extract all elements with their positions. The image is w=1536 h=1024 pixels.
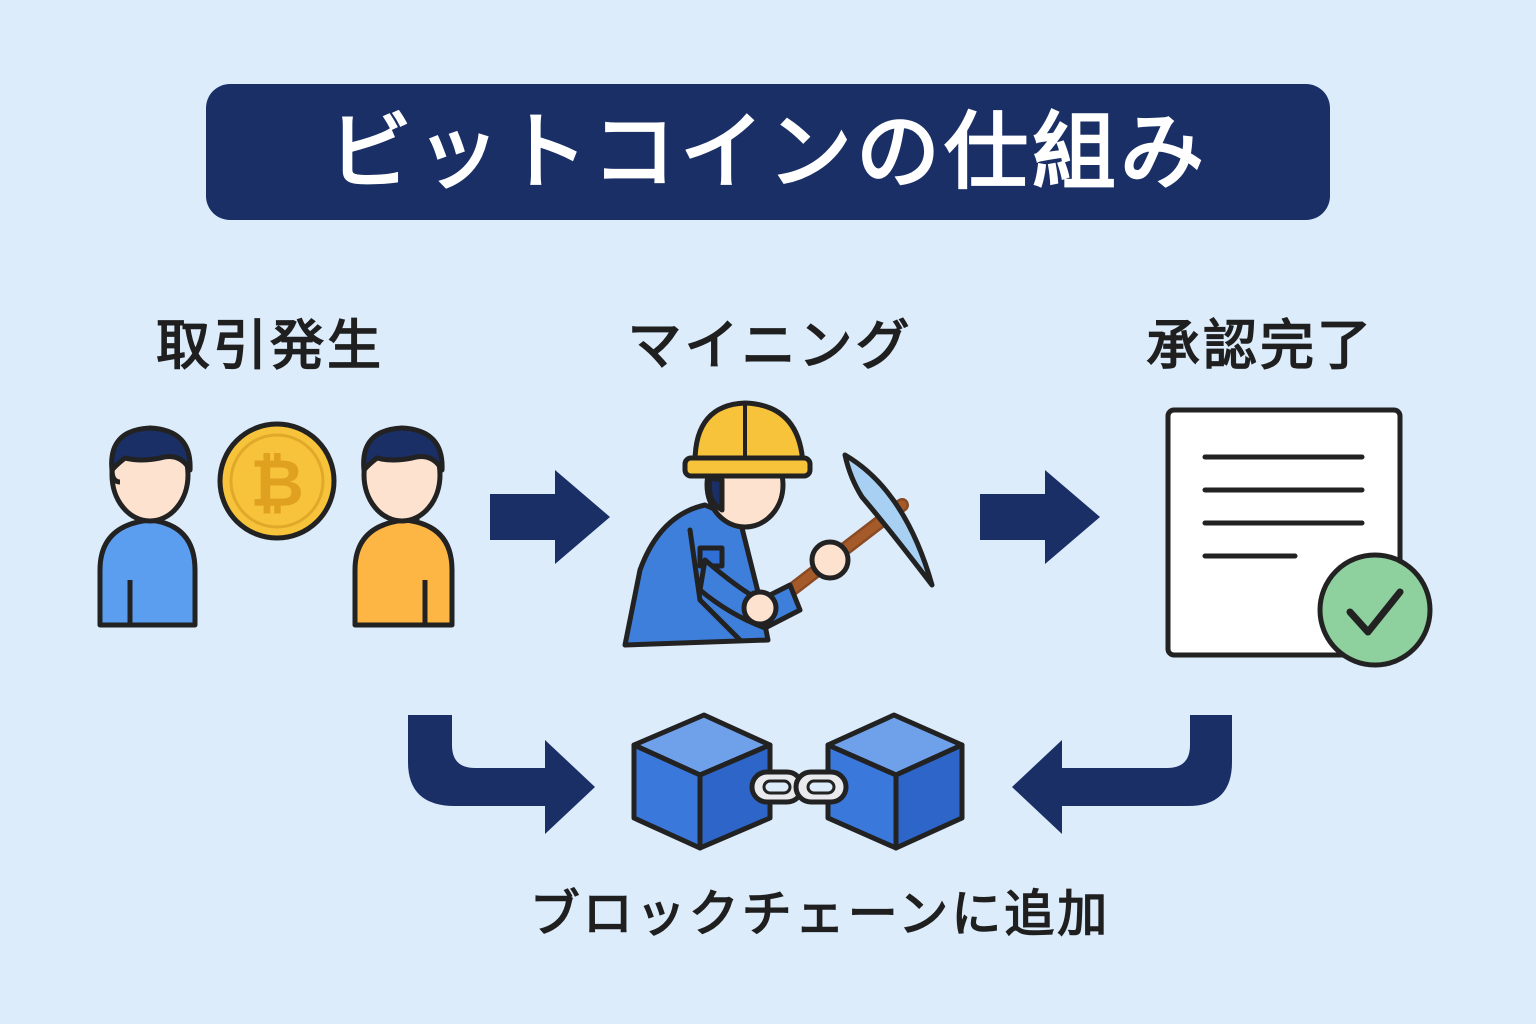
person-right-icon (352, 425, 455, 628)
miner-pickaxe-icon (622, 400, 935, 648)
step-label-mining: マイニング (627, 313, 913, 377)
step-label-transaction: 取引発生 (156, 313, 384, 377)
page-title: ビットコインの仕組み (327, 103, 1208, 201)
arrow-down-right-icon (408, 715, 595, 834)
check-circle-icon (1317, 552, 1433, 668)
chain-link-icon (749, 769, 849, 805)
linked-blocks-icon (631, 712, 965, 851)
bitcoin-symbol: ₿ (250, 445, 304, 522)
document-checkmark-icon (1165, 407, 1433, 668)
person-left-icon (97, 425, 198, 628)
step-label-approval: 承認完了 (1146, 313, 1374, 377)
people-exchange-bitcoin-icon: ₿ (97, 421, 455, 628)
block-left-icon (631, 712, 773, 851)
blockchain-add-label: ブロックチェーンに追加 (529, 885, 1111, 943)
arrow-down-left-icon (1012, 715, 1232, 834)
title-banner: ビットコインの仕組み (206, 84, 1330, 220)
bitcoin-coin-icon (217, 421, 337, 541)
block-right-icon (825, 712, 965, 851)
arrow-right-icon (980, 470, 1100, 564)
arrow-right-icon (490, 470, 610, 564)
